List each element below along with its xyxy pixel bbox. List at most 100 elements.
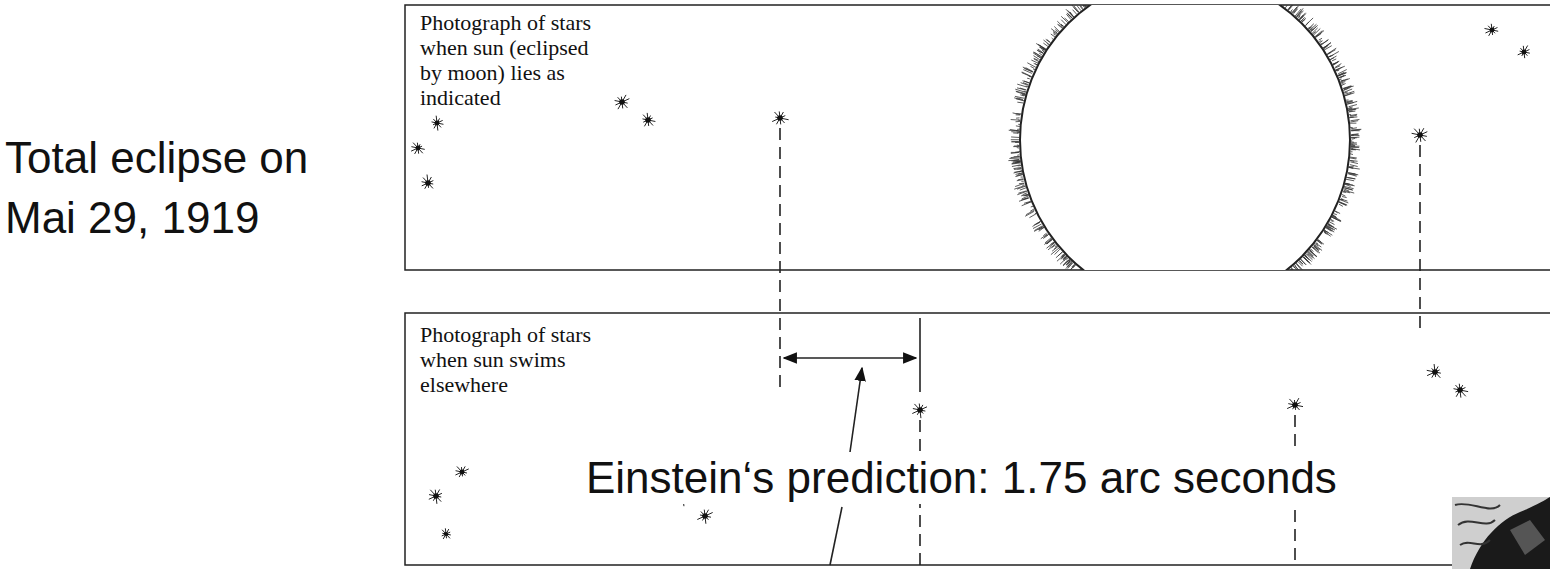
corona-ray: [1032, 221, 1041, 226]
corona-ray: [1326, 227, 1333, 231]
star-core: [433, 493, 439, 499]
corona-ray: [1029, 76, 1032, 78]
corona-ray: [1288, 6, 1292, 11]
corona-ray: [1324, 43, 1331, 48]
star-core: [1292, 402, 1298, 408]
corona-ray: [1290, 269, 1296, 270]
corona-ray: [1065, 18, 1069, 22]
corona-ray: [1079, 5, 1085, 8]
corona-ray: [1350, 162, 1358, 164]
corona-ray: [1333, 215, 1336, 217]
corona-ray: [1311, 249, 1314, 252]
corona-ray: [1072, 5, 1079, 12]
corona-ray: [1282, 6, 1284, 7]
corona-ray: [1011, 119, 1020, 121]
corona-ray: [1048, 244, 1055, 249]
corona-ray: [1332, 61, 1339, 65]
corona-ray: [1350, 165, 1358, 167]
corona-ray: [1011, 136, 1019, 138]
corona-ray: [1332, 217, 1341, 221]
corona-ray: [1329, 55, 1332, 57]
corona-ray: [1350, 140, 1352, 141]
star-core: [619, 99, 625, 105]
photo-detail: [1455, 504, 1500, 545]
corona-ray: [1020, 95, 1024, 96]
corona-ray: [1009, 157, 1020, 158]
corona-ray: [1350, 144, 1352, 145]
pointer-line: [830, 507, 842, 565]
corona-ray: [1061, 25, 1064, 26]
corona-ray: [1016, 114, 1020, 115]
corona-ray: [1350, 137, 1357, 138]
corona-ray: [1351, 137, 1360, 139]
corona-ray: [1061, 25, 1063, 27]
corona-ray: [1339, 75, 1346, 77]
corona-ray: [1061, 255, 1066, 260]
corona-ray: [1338, 70, 1347, 74]
star-core: [702, 513, 708, 519]
star: [1454, 384, 1469, 398]
corona-ray: [1341, 83, 1346, 85]
corona-ray: [1052, 246, 1059, 251]
corona-ray: [1061, 24, 1063, 26]
corona-ray: [1033, 69, 1035, 71]
star: [455, 466, 468, 477]
corona-ray: [1315, 33, 1321, 38]
corona-ray: [1337, 70, 1339, 72]
corona-ray: [1044, 238, 1052, 244]
corona-ray: [1038, 49, 1044, 53]
corona-ray: [1309, 251, 1317, 257]
corona-ray: [1012, 163, 1021, 164]
star-core: [645, 117, 651, 123]
corona-ray: [1009, 130, 1020, 131]
corona-ray: [1030, 66, 1034, 68]
corona-ray: [1062, 254, 1065, 257]
corona-ray: [1349, 111, 1355, 113]
star-core: [917, 407, 923, 413]
corona-ray: [1347, 177, 1355, 178]
corona-ray: [1018, 124, 1020, 126]
corona-ray: [1323, 42, 1331, 48]
corona-ray: [1011, 131, 1020, 133]
corona-ray: [1033, 53, 1041, 58]
top-frame: [405, 5, 1550, 270]
corona-ray: [1340, 80, 1343, 82]
corona-ray: [1332, 217, 1340, 221]
star: [772, 111, 788, 124]
corona-ray: [1351, 151, 1353, 152]
corona-ray: [1022, 202, 1032, 206]
deflection-bracket: [784, 318, 920, 565]
corona-ray: [1018, 165, 1022, 166]
corona-ray: [1324, 231, 1331, 236]
corona-ray: [1341, 79, 1348, 81]
corona-ray: [1292, 6, 1299, 13]
corona-ray: [1346, 101, 1353, 103]
corona-ray: [1014, 168, 1022, 170]
corona-ray: [1351, 135, 1354, 137]
corona-ray: [1338, 201, 1347, 205]
corona-ray: [1066, 261, 1073, 269]
star-core: [1522, 50, 1527, 55]
corona-ray: [1043, 50, 1045, 52]
corona-ray: [1016, 117, 1019, 118]
corona-ray: [1349, 105, 1357, 107]
corona-ray: [1054, 34, 1055, 35]
corona-ray: [1037, 50, 1043, 53]
corona-ray: [1342, 194, 1346, 196]
corona-ray: [1055, 249, 1060, 254]
corona-ray: [1012, 141, 1020, 142]
corona-ray: [1029, 214, 1035, 218]
corona-ray: [1317, 240, 1322, 244]
corona-ray: [1349, 166, 1354, 167]
corona-ray: [1288, 269, 1290, 270]
corona-ray: [1301, 18, 1305, 22]
corona-ray: [1350, 119, 1359, 120]
corona-ray: [1300, 259, 1305, 265]
corona-ray: [1016, 121, 1020, 122]
corona-ray: [1013, 161, 1021, 162]
corona-ray: [1343, 187, 1353, 190]
corona-ray: [1061, 20, 1066, 25]
corona-ray: [1021, 181, 1023, 182]
corona-ray: [1014, 145, 1019, 146]
star: [912, 404, 927, 419]
